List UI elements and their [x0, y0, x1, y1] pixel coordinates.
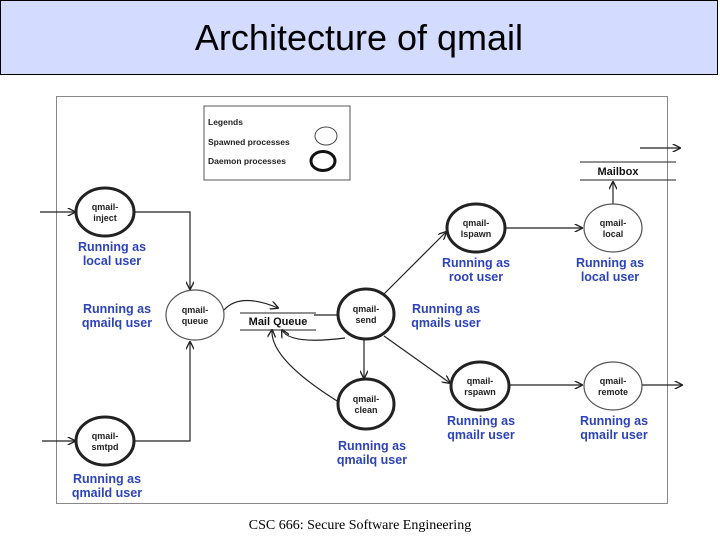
node-qmail-remote: qmail- remote [583, 361, 643, 411]
legend-spawned-circle [314, 126, 338, 146]
node-qmail-local-line2: local [603, 229, 624, 239]
run-label-clean-line2: qmailq user [337, 453, 407, 467]
node-qmail-remote-line2: remote [598, 387, 628, 397]
node-qmail-smtpd: qmail- smtpd [74, 415, 136, 467]
legend-daemon-circle [309, 150, 337, 172]
run-label-remote-line2: qmailr user [580, 428, 648, 442]
node-qmail-send-line1: qmail- [353, 304, 380, 314]
edge-clean-mailqueue [272, 330, 343, 405]
run-label-clean-line1: Running as [338, 439, 406, 453]
run-label-smtpd: Running as qmaild user [72, 472, 142, 500]
edge-queue-mailqueue [223, 299, 278, 311]
run-label-lspawn-line1: Running as [442, 256, 510, 270]
edge-send-mailqueue [282, 330, 346, 341]
mailbox-label: Mailbox [598, 166, 640, 178]
run-label-local-line2: local user [581, 270, 639, 284]
legend: Legends Spawned processes Daemon process… [203, 105, 351, 181]
node-qmail-smtpd-line2: smtpd [92, 442, 119, 452]
node-qmail-rspawn-line1: qmail- [467, 376, 494, 386]
node-qmail-queue: qmail- queue [165, 289, 225, 341]
legend-title: Legends [208, 117, 243, 127]
mailbox-box: Mailbox [580, 161, 676, 181]
run-label-rspawn: Running as qmailr user [447, 414, 515, 442]
edges [40, 148, 682, 441]
node-qmail-clean: qmail- clean [336, 377, 396, 431]
run-label-remote: Running as qmailr user [580, 414, 648, 442]
run-label-queue-line2: qmailq user [82, 316, 152, 330]
run-label-inject-line1: Running as [78, 240, 146, 254]
run-label-clean: Running as qmailq user [337, 439, 407, 467]
node-qmail-lspawn: qmail- lspawn [445, 202, 507, 254]
run-label-smtpd-line1: Running as [73, 472, 141, 486]
run-label-send: Running as qmails user [411, 302, 481, 330]
legend-daemon-label: Daemon processes [208, 156, 286, 166]
node-qmail-inject-line1: qmail- [92, 202, 119, 212]
run-label-inject-line2: local user [83, 254, 141, 268]
node-qmail-send: qmail- send [336, 287, 396, 341]
run-label-queue: Running as qmailq user [82, 302, 152, 330]
run-label-local-line1: Running as [576, 256, 644, 270]
run-label-remote-line1: Running as [580, 414, 648, 428]
run-label-queue-line1: Running as [83, 302, 151, 316]
node-qmail-lspawn-line1: qmail- [463, 218, 490, 228]
edge-send-lspawn [383, 232, 446, 295]
mail-queue-box: Mail Queue [240, 312, 316, 331]
node-qmail-smtpd-line1: qmail- [92, 431, 119, 441]
slide-title: Architecture of qmail [194, 17, 524, 58]
run-label-send-line1: Running as [412, 302, 480, 316]
node-qmail-remote-line1: qmail- [600, 376, 627, 386]
edge-smtpd-queue [135, 342, 190, 442]
node-qmail-local: qmail- local [583, 203, 643, 253]
legend-spawned-label: Spawned processes [208, 137, 290, 147]
run-label-inject: Running as local user [78, 240, 146, 268]
run-label-rspawn-line1: Running as [447, 414, 515, 428]
node-qmail-send-line2: send [355, 315, 376, 325]
edge-inject-queue [135, 211, 190, 289]
run-label-lspawn: Running as root user [442, 256, 510, 284]
run-label-smtpd-line2: qmaild user [72, 486, 142, 500]
run-label-rspawn-line2: qmailr user [447, 428, 515, 442]
node-qmail-inject: qmail- inject [74, 186, 136, 238]
node-qmail-inject-line2: inject [93, 213, 117, 223]
run-label-send-line2: qmails user [411, 316, 481, 330]
node-qmail-lspawn-line2: lspawn [461, 229, 492, 239]
node-qmail-rspawn-line2: rspawn [464, 387, 496, 397]
node-qmail-queue-line1: qmail- [182, 305, 209, 315]
run-label-local: Running as local user [576, 256, 644, 284]
node-qmail-clean-line1: qmail- [353, 394, 380, 404]
title-banner [0, 0, 718, 75]
slide-footer: CSC 666: Secure Software Engineering [248, 518, 472, 533]
edge-send-rspawn [383, 335, 450, 383]
mail-queue-label: Mail Queue [249, 316, 308, 328]
run-label-lspawn-line2: root user [449, 270, 503, 284]
node-qmail-queue-line2: queue [182, 316, 209, 326]
node-qmail-local-line1: qmail- [600, 218, 627, 228]
node-qmail-clean-line2: clean [354, 405, 377, 415]
node-qmail-rspawn: qmail- rspawn [449, 360, 511, 412]
